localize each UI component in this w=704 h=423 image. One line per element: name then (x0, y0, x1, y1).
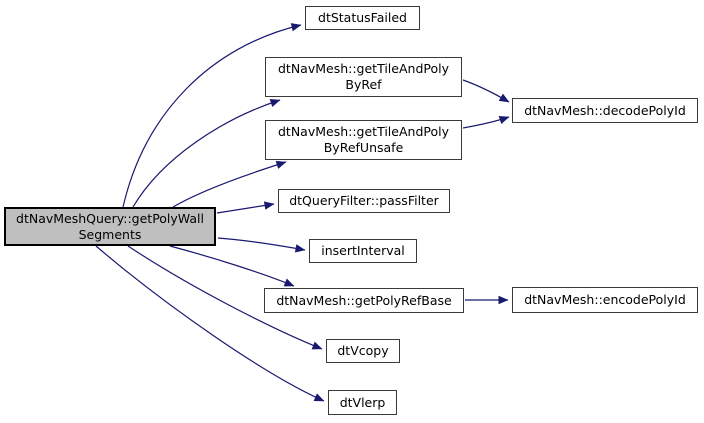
node-label: insertInterval (321, 243, 405, 258)
node-label: dtQueryFilter::passFilter (289, 193, 439, 208)
node-label: ByRef (345, 77, 382, 92)
edge-root-to-gettileandpolybyref (132, 98, 281, 208)
edge-root-to-passfilter (216, 201, 275, 214)
node-dtstatusfailed[interactable]: dtStatusFailed (305, 6, 420, 30)
edge-root-to-insertinterval (217, 237, 306, 253)
edge-byrefunsafe-to-decodepolyid (462, 116, 510, 129)
node-label: dtNavMeshQuery::getPolyWall (16, 210, 204, 226)
node-encodepolyid[interactable]: dtNavMesh::encodePolyId (512, 287, 698, 313)
node-dtvcopy[interactable]: dtVcopy (326, 339, 400, 363)
node-dtvlerp[interactable]: dtVlerp (328, 390, 397, 415)
edge-byref-to-decodepolyid (462, 79, 510, 103)
node-gettileandpolybyref[interactable]: dtNavMesh::getTileAndPoly ByRef (265, 57, 462, 97)
node-label: dtNavMesh::getPolyRefBase (276, 292, 452, 308)
node-gettileandpolybyrefunsafe[interactable]: dtNavMesh::getTileAndPoly ByRefUnsafe (265, 120, 462, 160)
node-label: dtStatusFailed (318, 10, 407, 25)
node-label: Segments (78, 226, 142, 242)
node-label: dtNavMesh::encodePolyId (524, 292, 686, 307)
node-label: dtNavMesh::getTileAndPoly (277, 61, 449, 76)
edge-root-to-getpolyrefbase (169, 245, 295, 287)
node-label: ByRefUnsafe (323, 140, 404, 155)
edge-root-to-dtvcopy (127, 245, 323, 350)
node-insertinterval[interactable]: insertInterval (309, 239, 417, 263)
node-getpolywallsegments[interactable]: dtNavMeshQuery::getPolyWall Segments (4, 207, 216, 246)
node-getpolyrefbase[interactable]: dtNavMesh::getPolyRefBase (264, 288, 464, 313)
edge-root-to-dtvlerp (95, 245, 325, 402)
node-label: dtNavMesh::getTileAndPoly (277, 124, 449, 139)
node-passfilter[interactable]: dtQueryFilter::passFilter (278, 189, 450, 213)
edge-root-to-dtstatusfailed (122, 23, 302, 208)
node-decodepolyid[interactable]: dtNavMesh::decodePolyId (512, 98, 698, 123)
node-label: dtVcopy (337, 343, 389, 358)
node-label: dtNavMesh::decodePolyId (524, 102, 686, 118)
node-label: dtVlerp (339, 394, 386, 410)
edge-root-to-gettileandpolybyrefunsafe (172, 160, 287, 208)
